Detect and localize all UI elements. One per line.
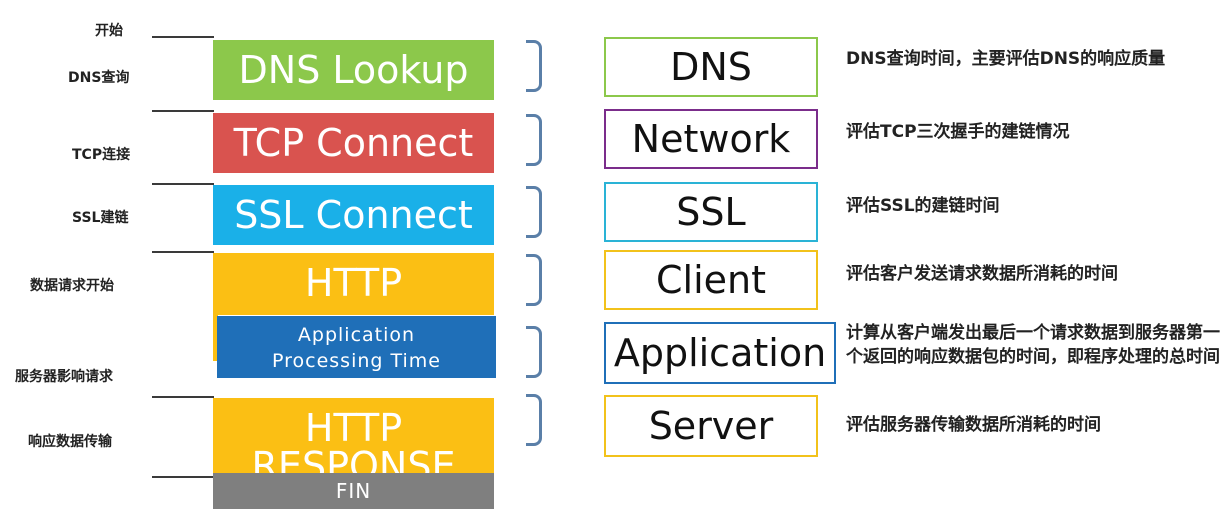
category-server: Server [604,395,818,457]
label-tcp: TCP连接 [72,147,131,163]
bracket-network [526,114,542,166]
tick-ssl [152,183,214,185]
bracket-ssl [526,186,542,238]
phase-http-response: HTTP RESPONSE [213,398,494,474]
label-start: 开始 [95,23,123,39]
bracket-server [526,394,542,446]
description-ssl: 评估SSL的建链时间 [846,196,1000,216]
phase-application: Application Processing Time [217,316,496,378]
label-response: 响应数据传输 [28,434,112,450]
phase-ssl-connect: SSL Connect [213,185,494,245]
phase-application-line2: Processing Time [272,350,441,372]
bracket-application [526,326,542,378]
phase-dns-lookup: DNS Lookup [213,40,494,100]
description-server: 评估服务器传输数据所消耗的时间 [846,415,1101,435]
label-ssl: SSL建链 [72,210,129,226]
bracket-client [526,254,542,306]
phase-http-response-line1: HTTP [304,406,403,450]
category-client: Client [604,250,818,310]
bracket-dns [526,40,542,92]
tick-response [152,476,214,478]
phase-application-line1: Application [297,324,416,346]
description-client: 评估客户发送请求数据所消耗的时间 [846,264,1118,284]
tick-server [152,396,214,398]
category-ssl: SSL [604,182,818,242]
category-network: Network [604,109,818,169]
phase-http-filler [213,315,218,361]
label-request: 数据请求开始 [30,278,114,294]
label-server: 服务器影响请求 [15,369,113,385]
category-application: Application [604,322,836,384]
phase-fin: FIN [213,473,494,509]
phase-http-response-line2: RESPONSE [251,444,456,474]
tick-tcp [152,110,214,112]
phase-tcp-connect: TCP Connect [213,113,494,173]
tick-request [152,251,214,253]
phase-http: HTTP [213,253,494,315]
category-dns: DNS [604,37,818,97]
tick-start [152,36,214,38]
description-network: 评估TCP三次握手的建链情况 [846,122,1070,142]
description-dns: DNS查询时间，主要评估DNS的响应质量 [846,49,1166,69]
description-application: 计算从客户端发出最后一个请求数据到服务器第一个返回的响应数据包的时间，即程序处理… [846,323,1220,367]
label-dns: DNS查询 [68,70,130,86]
